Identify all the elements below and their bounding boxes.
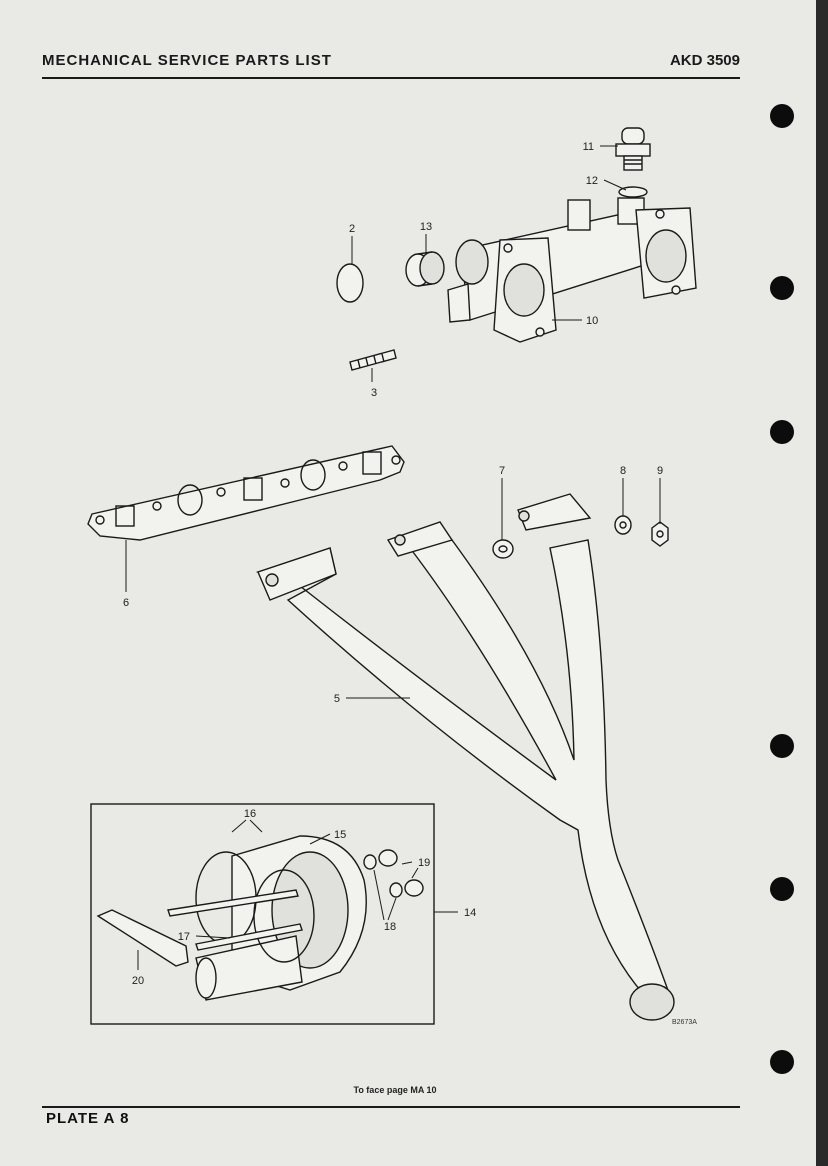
label-17: 17: [178, 931, 190, 943]
flange-kit-drawing: [96, 835, 424, 1001]
washer-8-drawing: [614, 515, 632, 535]
gasket-drawing: [87, 445, 405, 541]
binder-hole: [770, 420, 794, 444]
label-18: 18: [384, 921, 396, 933]
scan-edge: [816, 0, 828, 1166]
label-11: 11: [583, 141, 594, 153]
stud-drawing: [349, 349, 397, 371]
label-8: 8: [620, 465, 626, 477]
plate-number: PLATE A 8: [46, 1110, 130, 1127]
label-20: 20: [132, 975, 144, 987]
binder-hole: [770, 1050, 794, 1074]
inset-frame: [90, 803, 435, 1025]
page-caption: To face page MA 10: [353, 1085, 437, 1095]
label-6: 6: [123, 597, 129, 609]
binder-hole: [770, 877, 794, 901]
label-13: 13: [420, 221, 432, 233]
label-10: 10: [586, 315, 598, 327]
binder-hole: [770, 734, 794, 758]
label-19: 19: [418, 857, 430, 869]
binder-hole: [770, 276, 794, 300]
exhaust-manifold-drawing: [255, 493, 675, 1021]
page-title: MECHANICAL SERVICE PARTS LIST: [42, 52, 332, 69]
label-9: 9: [657, 465, 663, 477]
label-7: 7: [499, 465, 505, 477]
footer-rule: [42, 1106, 740, 1108]
header-rule: [42, 77, 740, 79]
nut-9-drawing: [651, 521, 669, 547]
label-12: 12: [586, 175, 598, 187]
page-header: MECHANICAL SERVICE PARTS LIST AKD 3509: [42, 52, 740, 76]
label-3: 3: [371, 387, 377, 399]
banjo-bolt-drawing: [615, 127, 651, 171]
drawing-reference: B2673A: [672, 1019, 697, 1026]
label-2: 2: [349, 223, 355, 235]
binder-hole: [770, 104, 794, 128]
leader-lines: [125, 145, 661, 970]
label-5: 5: [334, 693, 340, 705]
label-14: 14: [464, 907, 476, 919]
washer-7-drawing: [492, 539, 514, 559]
document-code: AKD 3509: [669, 52, 740, 69]
label-16: 16: [244, 808, 256, 820]
plug-drawing: [336, 263, 364, 303]
sleeve-drawing: [405, 251, 445, 287]
inlet-manifold-drawing: [447, 197, 697, 343]
label-15: 15: [334, 829, 346, 841]
